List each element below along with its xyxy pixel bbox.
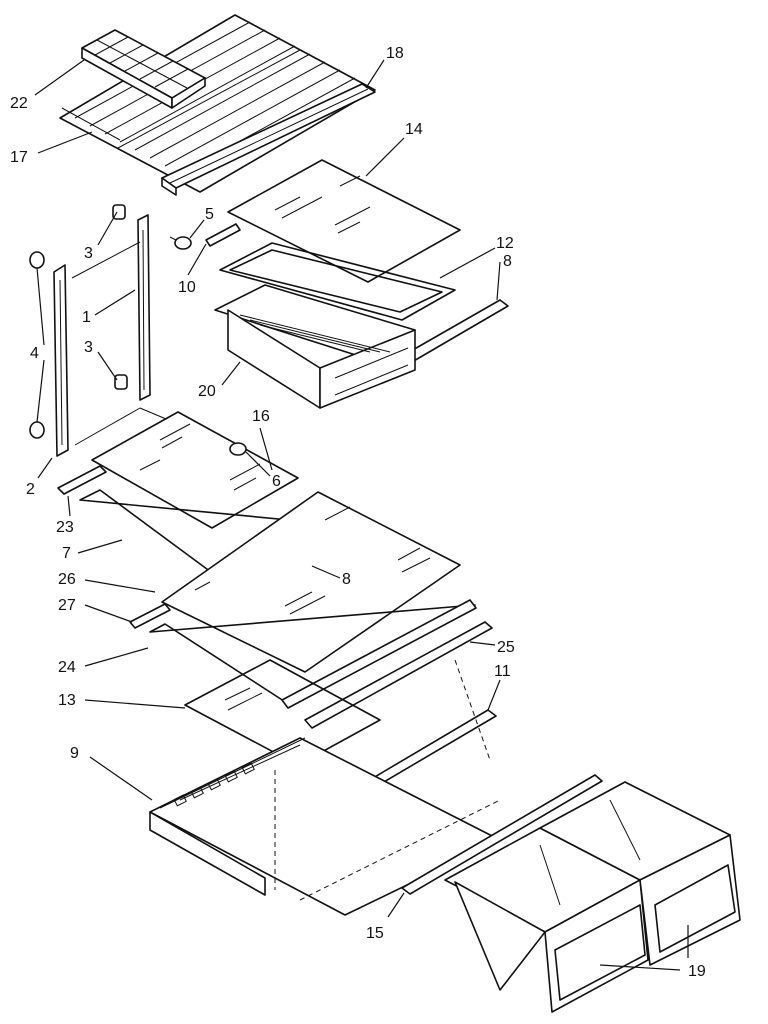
callout-17: 17	[10, 149, 28, 166]
glass-shelf-top	[227, 159, 461, 283]
cap-3-lower	[114, 374, 128, 390]
callout-11: 11	[494, 663, 511, 680]
screw-6	[229, 442, 247, 456]
callout-26: 26	[58, 571, 76, 588]
glass-cover-13	[184, 659, 381, 766]
leader-lines	[34, 59, 689, 971]
callout-25: 25	[497, 639, 515, 656]
callout-27: 27	[58, 597, 76, 614]
shelf-frame-24	[149, 599, 477, 709]
callout-8-lower: 8	[342, 571, 351, 588]
crisper-drawers	[444, 781, 741, 1013]
callout-20: 20	[198, 383, 216, 400]
callout-6: 6	[272, 473, 281, 490]
callout-8-upper: 8	[503, 253, 512, 270]
callout-2: 2	[26, 481, 35, 498]
crisper-cover-frame	[149, 659, 501, 916]
callout-22: 22	[10, 95, 28, 112]
rod-25	[304, 621, 493, 729]
cap-3-upper	[112, 204, 126, 220]
callout-10: 10	[178, 279, 196, 296]
shelf-frame-12	[219, 242, 456, 321]
callout-15: 15	[366, 925, 384, 942]
callout-1: 1	[82, 309, 91, 326]
callout-3-lower: 3	[84, 339, 93, 356]
trim-27	[129, 603, 171, 629]
ice-cube-tray	[81, 29, 206, 109]
callout-19: 19	[688, 963, 706, 980]
shelf-rail	[161, 83, 376, 196]
callout-24: 24	[58, 659, 76, 676]
screw-5	[169, 236, 192, 250]
callout-16: 16	[252, 408, 270, 425]
callout-12: 12	[496, 235, 514, 252]
shelf-ladder-1	[137, 214, 151, 401]
callout-13: 13	[58, 692, 76, 709]
callout-14: 14	[405, 121, 423, 138]
callout-23: 23	[56, 519, 74, 536]
rod-15	[401, 774, 603, 895]
trim-23	[57, 465, 107, 495]
shelf-ladder-2	[53, 264, 69, 457]
assembly-guide-lines	[71, 241, 231, 447]
callout-18: 18	[386, 45, 404, 62]
callout-5: 5	[205, 206, 214, 223]
glass-shelf-16	[91, 411, 299, 529]
callout-labels: 22 17 18 14 5 3 10 12 8 1 4 3 20 16 6 2 …	[10, 45, 706, 980]
meat-keeper-drawer	[214, 284, 416, 409]
glass-shelf-26	[161, 491, 461, 673]
callout-7: 7	[62, 545, 71, 562]
front-trim-10	[205, 223, 241, 247]
wire-shelf	[59, 14, 376, 193]
callout-4: 4	[30, 345, 39, 362]
callout-9: 9	[70, 745, 79, 762]
callout-3-upper: 3	[84, 245, 93, 262]
